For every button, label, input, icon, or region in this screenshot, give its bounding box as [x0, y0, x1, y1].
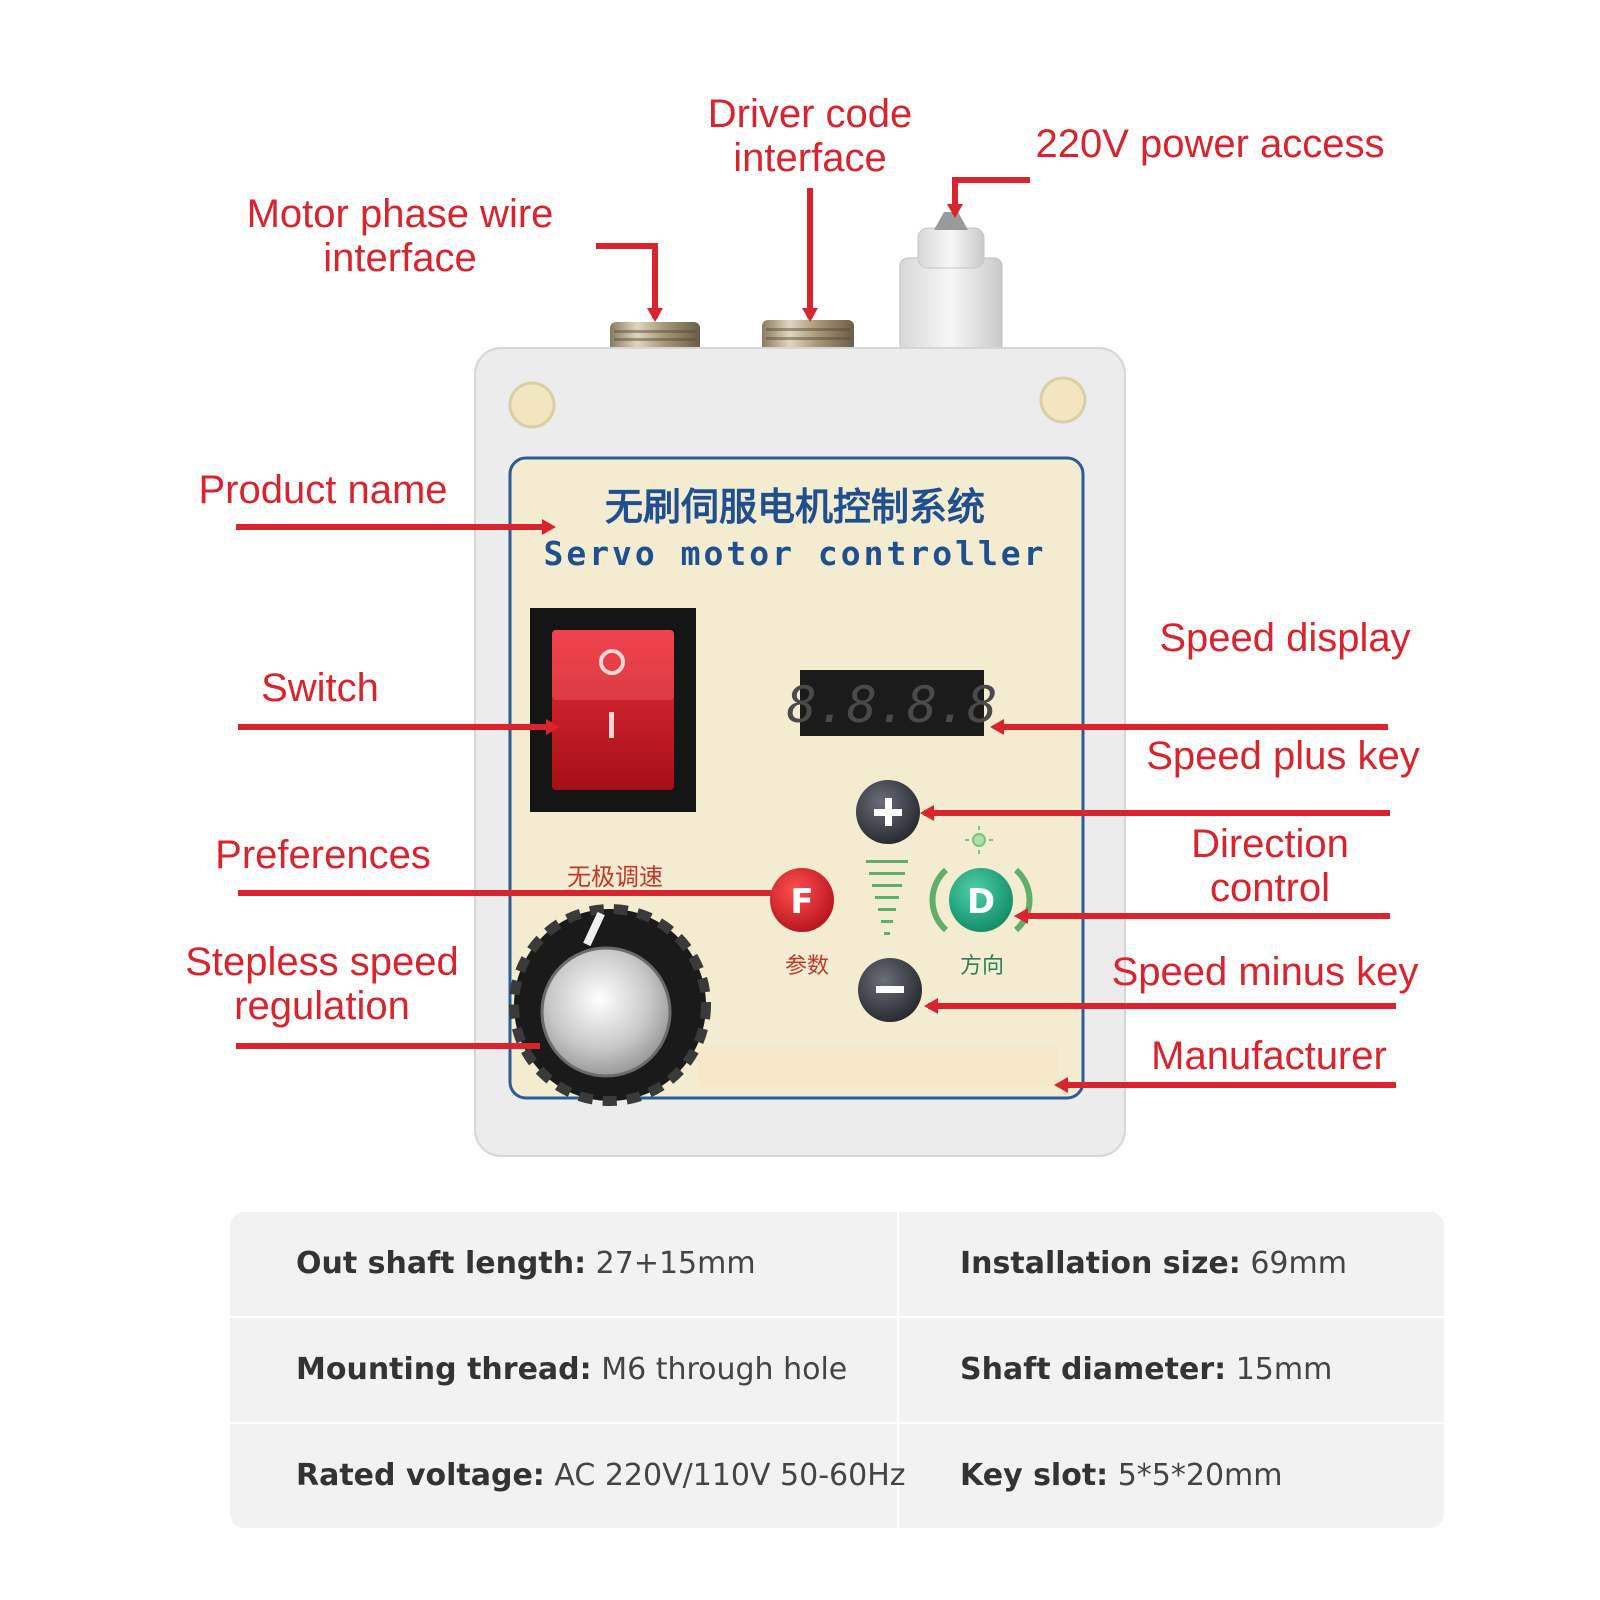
- spec-key: Key slot:: [960, 1458, 1109, 1493]
- callout-power-access: 220V power access: [1035, 122, 1385, 166]
- speed-display: [800, 670, 984, 736]
- mount-hole-right: [1039, 376, 1087, 424]
- spec-installation-size: Installation size: 69mm: [960, 1212, 1347, 1316]
- callout-arrowheads: [542, 204, 1068, 1093]
- controller-diagram: 无刷伺服电机控制系统 Servo motor controller 8.8.8.…: [185, 92, 1420, 1157]
- spec-value: M6 through hole: [601, 1352, 848, 1387]
- callout-product-name: Product name: [198, 468, 448, 512]
- spec-value: 69mm: [1250, 1246, 1347, 1281]
- power-access-line: [952, 177, 1030, 214]
- spec-row: Rated voltage: AC 220V/110V 50-60Hz Key …: [230, 1422, 1444, 1528]
- spec-value: 27+15mm: [595, 1246, 756, 1281]
- spec-value: AC 220V/110V 50-60Hz: [554, 1458, 906, 1493]
- d-key-caption: 方向: [960, 954, 1004, 979]
- spec-row: Out shaft length: 27+15mm Installation s…: [230, 1212, 1444, 1316]
- motor-phase-line: [596, 243, 658, 318]
- callout-speed-plus: Speed plus key: [1146, 734, 1420, 778]
- spec-key-slot: Key slot: 5*5*20mm: [960, 1424, 1283, 1528]
- spec-shaft-diameter: Shaft diameter: 15mm: [960, 1318, 1332, 1422]
- spec-table: Out shaft length: 27+15mm Installation s…: [230, 1212, 1444, 1528]
- spec-key: Out shaft length:: [296, 1246, 587, 1281]
- speed-plus-button[interactable]: [856, 780, 920, 844]
- spec-key: Installation size:: [960, 1246, 1241, 1281]
- spec-key: Mounting thread:: [296, 1352, 592, 1387]
- spec-out-shaft-length: Out shaft length: 27+15mm: [296, 1212, 756, 1316]
- spec-value: 5*5*20mm: [1117, 1458, 1283, 1493]
- knob-label: 无极调速: [567, 863, 663, 891]
- manufacturer-label-area: [698, 1046, 1058, 1086]
- callout-lines: [236, 177, 1396, 1088]
- spec-key: Shaft diameter:: [960, 1352, 1227, 1387]
- controller-illustration: 无刷伺服电机控制系统 Servo motor controller 8.8.8.…: [236, 177, 1396, 1157]
- callout-preferences: Preferences: [215, 833, 431, 877]
- direction-d-button[interactable]: [929, 867, 1033, 933]
- spec-rated-voltage: Rated voltage: AC 220V/110V 50-60Hz: [296, 1424, 906, 1528]
- direction-led-icon: [965, 826, 993, 854]
- spec-divider: [897, 1212, 899, 1528]
- spec-row: Mounting thread: M6 through hole Shaft d…: [230, 1316, 1444, 1422]
- callout-speed-display: Speed display: [1159, 616, 1411, 660]
- speed-minus-button[interactable]: [858, 958, 922, 1022]
- callout-driver-code: Driver code interface: [707, 92, 913, 180]
- power-switch[interactable]: [530, 608, 696, 812]
- callout-direction: Direction control: [1191, 822, 1349, 910]
- spec-key: Rated voltage:: [296, 1458, 545, 1493]
- product-title-en: Servo motor controller: [543, 534, 1046, 573]
- f-key-caption: 参数: [785, 954, 829, 979]
- callout-speed-minus: Speed minus key: [1111, 950, 1419, 994]
- power-cable-gland: [899, 212, 1003, 353]
- driver-code-connector: [762, 320, 854, 352]
- callout-stepless: Stepless speed regulation: [185, 940, 459, 1028]
- speed-level-indicator: [866, 860, 908, 935]
- preferences-f-button[interactable]: [770, 868, 834, 932]
- mount-hole-left: [508, 381, 556, 429]
- spec-mounting-thread: Mounting thread: M6 through hole: [296, 1318, 847, 1422]
- spec-value: 15mm: [1235, 1352, 1333, 1387]
- d-key-label: D: [967, 882, 995, 922]
- callout-manufacturer: Manufacturer: [1151, 1034, 1387, 1078]
- speed-knob[interactable]: [509, 904, 711, 1106]
- display-digits: 8.8.8.8: [787, 676, 998, 734]
- motor-phase-connector: [610, 322, 700, 352]
- f-key-label: F: [790, 882, 813, 922]
- callout-motor-phase: Motor phase wire interface: [246, 192, 554, 280]
- product-title-cn: 无刷伺服电机控制系统: [605, 485, 985, 529]
- callout-switch: Switch: [261, 666, 379, 710]
